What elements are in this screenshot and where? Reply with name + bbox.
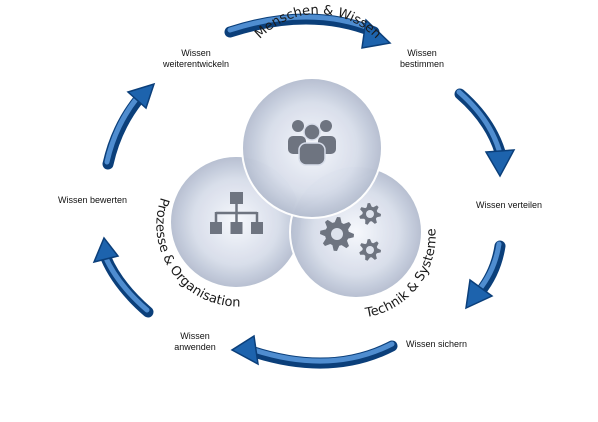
arrow-upper-right	[454, 88, 516, 178]
people-group-icon	[288, 120, 336, 166]
step-define-label: Wissen bestimmen	[400, 48, 444, 70]
org-chart-icon	[210, 192, 263, 234]
arrow-lower-left	[92, 236, 154, 318]
step-develop-line2: weiterentwickeln	[162, 59, 230, 69]
step-distribute-label: Wissen verteilen	[476, 200, 543, 210]
gear-hole	[366, 210, 374, 218]
arrow-bottom	[230, 334, 398, 369]
step-apply-line1: Wissen	[180, 331, 210, 341]
step-apply-label: Wissen anwenden	[174, 331, 216, 353]
cycle-arrows	[92, 13, 516, 369]
step-define-line1: Wissen	[407, 48, 437, 58]
gears-icon	[320, 203, 381, 261]
step-develop-label: Wissen weiterentwickeln	[163, 48, 229, 70]
step-develop-line1: Wissen	[181, 48, 211, 58]
arrow-lower-right	[465, 240, 506, 310]
step-evaluate-label: Wissen bewerten	[58, 195, 128, 205]
arrow-top	[224, 13, 392, 49]
gear-hole	[331, 228, 343, 240]
arrow-upper-left	[102, 82, 156, 170]
step-apply-line2: anwenden	[174, 342, 216, 352]
step-secure-label: Wissen sichern	[406, 339, 468, 349]
step-define-line2: bestimmen	[399, 59, 445, 69]
gear-hole	[366, 246, 374, 254]
